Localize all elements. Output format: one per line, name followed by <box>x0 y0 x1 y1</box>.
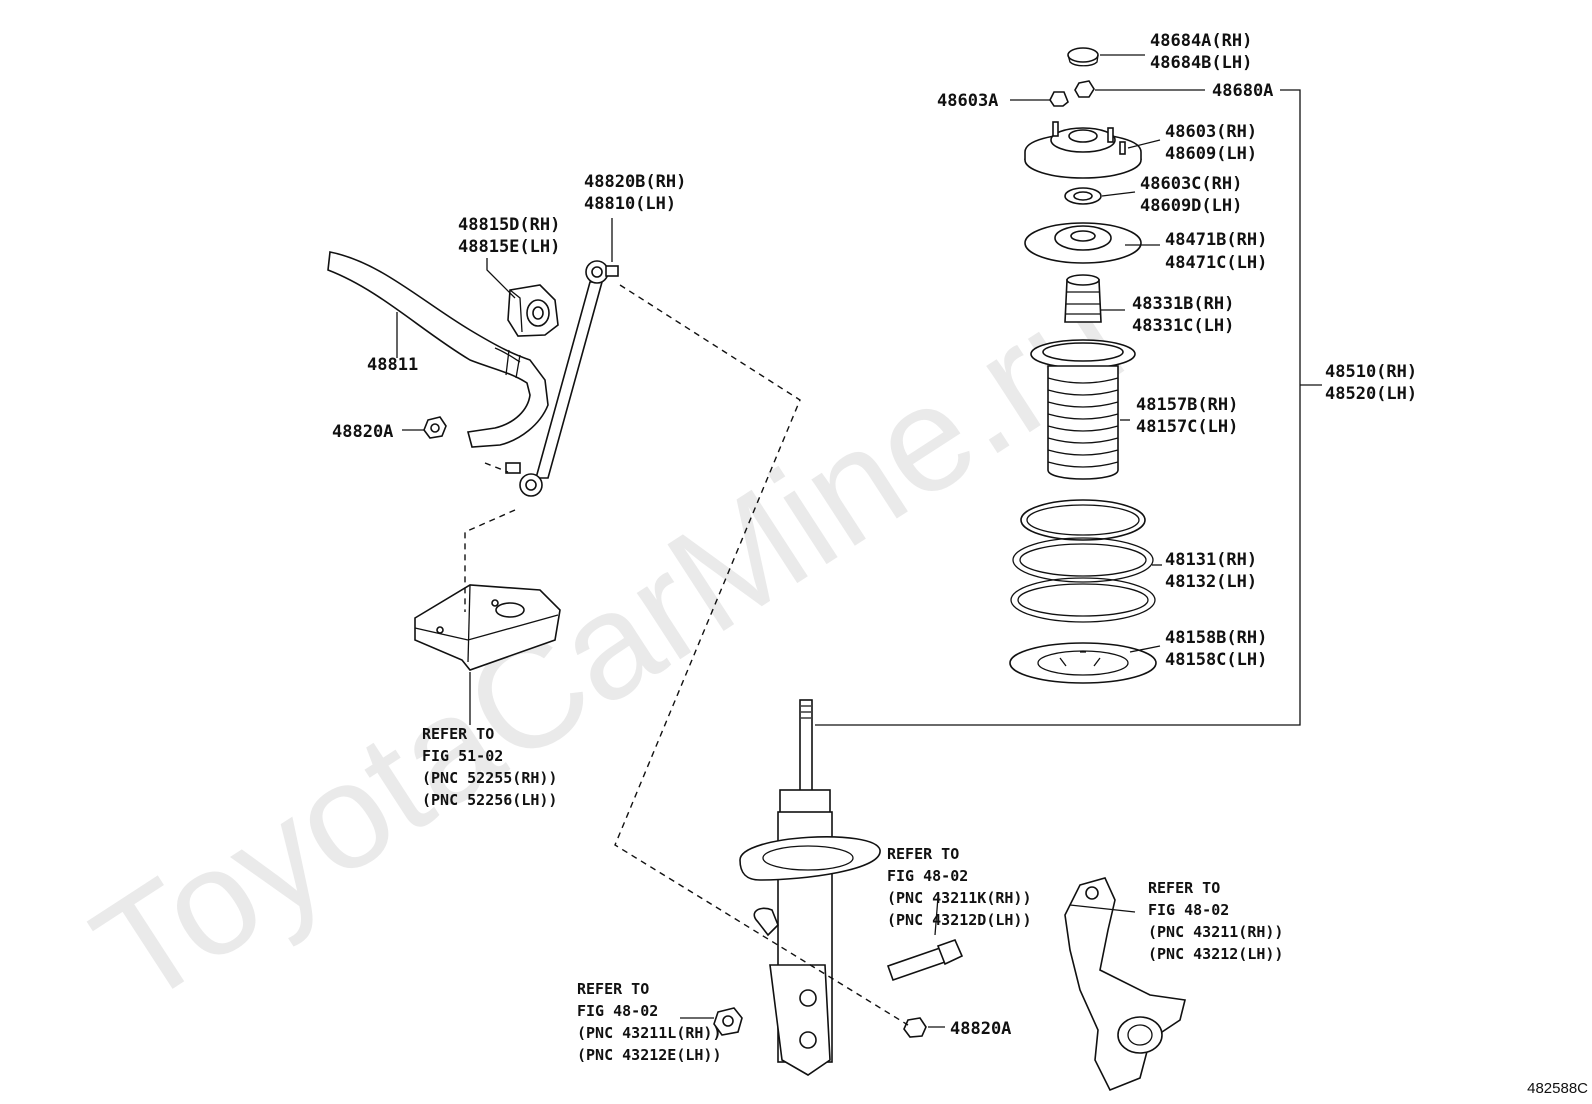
label-48131: 48131(RH) <box>1165 550 1257 570</box>
refer-line: (PNC 43212(LH)) <box>1148 945 1283 963</box>
label-48680a: 48680A <box>1212 81 1273 101</box>
refer-line: FIG 51-02 <box>422 747 503 765</box>
bolt-part <box>886 938 964 982</box>
label-48603c: 48603C(RH) <box>1140 174 1242 194</box>
label-48471b: 48471B(RH) <box>1165 230 1267 250</box>
refer-nut: REFER TO FIG 48-02 (PNC 43211L(RH)) (PNC… <box>577 980 722 1064</box>
washer-48603c-part <box>1064 187 1102 205</box>
refer-knuckle: REFER TO FIG 48-02 (PNC 43211(RH)) (PNC … <box>1148 879 1283 963</box>
leader-lines <box>396 54 1322 1028</box>
label-48820a-bottom: 48820A <box>950 1019 1011 1039</box>
shock-absorber-part <box>739 699 881 1076</box>
lower-insulator-part <box>1009 642 1157 684</box>
label-48815d: 48815D(RH) <box>458 215 560 235</box>
stabilizer-bar <box>327 251 549 448</box>
refer-line: (PNC 52255(RH)) <box>422 769 557 787</box>
label-48331c: 48331C(LH) <box>1132 316 1234 336</box>
label-48471c: 48471C(LH) <box>1165 253 1267 273</box>
dust-boot-part <box>1030 339 1136 480</box>
label-48609d: 48609D(LH) <box>1140 196 1242 216</box>
refer-line: (PNC 43212D(LH)) <box>887 911 1032 929</box>
label-48520: 48520(LH) <box>1325 384 1417 404</box>
refer-line: (PNC 43211(RH)) <box>1148 923 1283 941</box>
nut-48603a-part <box>1049 91 1069 107</box>
refer-line: REFER TO <box>577 980 649 998</box>
refer-line: FIG 48-02 <box>887 867 968 885</box>
strut-mount-part <box>1024 121 1142 179</box>
refer-line: (PNC 52256(LH)) <box>422 791 557 809</box>
label-48603: 48603(RH) <box>1165 122 1257 142</box>
refer-line: REFER TO <box>1148 879 1220 897</box>
stabilizer-link-part <box>505 260 619 497</box>
label-48158b: 48158B(RH) <box>1165 628 1267 648</box>
refer-line: REFER TO <box>422 725 494 743</box>
label-48132: 48132(LH) <box>1165 572 1257 592</box>
refer-bolt: REFER TO FIG 48-02 (PNC 43211K(RH)) (PNC… <box>887 845 1032 929</box>
refer-line: (PNC 43211K(RH)) <box>887 889 1032 907</box>
label-48510: 48510(RH) <box>1325 362 1417 382</box>
nut-48820a-left-part <box>423 416 447 439</box>
label-48811: 48811 <box>367 355 418 375</box>
bump-stopper-part <box>1064 274 1102 323</box>
label-48820b: 48820B(RH) <box>584 172 686 192</box>
label-48684b: 48684B(LH) <box>1150 53 1252 73</box>
label-48820a-left: 48820A <box>332 422 393 442</box>
nut-43211l-part <box>713 1007 743 1036</box>
dashed-leaders <box>464 284 909 1026</box>
label-48603a: 48603A <box>937 91 998 111</box>
nut-48680a-part <box>1074 80 1095 98</box>
refer-stabilizer-bracket: REFER TO FIG 51-02 (PNC 52255(RH)) (PNC … <box>422 725 557 809</box>
stabilizer-bracket-part <box>414 584 561 671</box>
steering-knuckle-part <box>1064 877 1186 1092</box>
diagram-code: 482588C <box>1527 1080 1588 1097</box>
label-48157b: 48157B(RH) <box>1136 395 1238 415</box>
label-48331b: 48331B(RH) <box>1132 294 1234 314</box>
coil-spring-part <box>1010 499 1156 623</box>
label-48157c: 48157C(LH) <box>1136 417 1238 437</box>
refer-line: REFER TO <box>887 845 959 863</box>
upper-spring-seat-part <box>1024 222 1142 264</box>
label-48810: 48810(LH) <box>584 194 676 214</box>
part-labels: 48684A(RH) 48684B(LH) 48603A 48680A 4860… <box>332 31 1417 1039</box>
refer-line: (PNC 43211L(RH)) <box>577 1024 722 1042</box>
label-48158c: 48158C(LH) <box>1165 650 1267 670</box>
refer-line: (PNC 43212E(LH)) <box>577 1046 722 1064</box>
label-48684a: 48684A(RH) <box>1150 31 1252 51</box>
refer-line: FIG 48-02 <box>1148 901 1229 919</box>
stabilizer-bushing-part <box>507 284 559 337</box>
label-48815e: 48815E(LH) <box>458 237 560 257</box>
refer-line: FIG 48-02 <box>577 1002 658 1020</box>
nut-48820a-bottom-part <box>903 1017 927 1038</box>
cap-48684-part <box>1067 47 1099 67</box>
label-48609: 48609(LH) <box>1165 144 1257 164</box>
